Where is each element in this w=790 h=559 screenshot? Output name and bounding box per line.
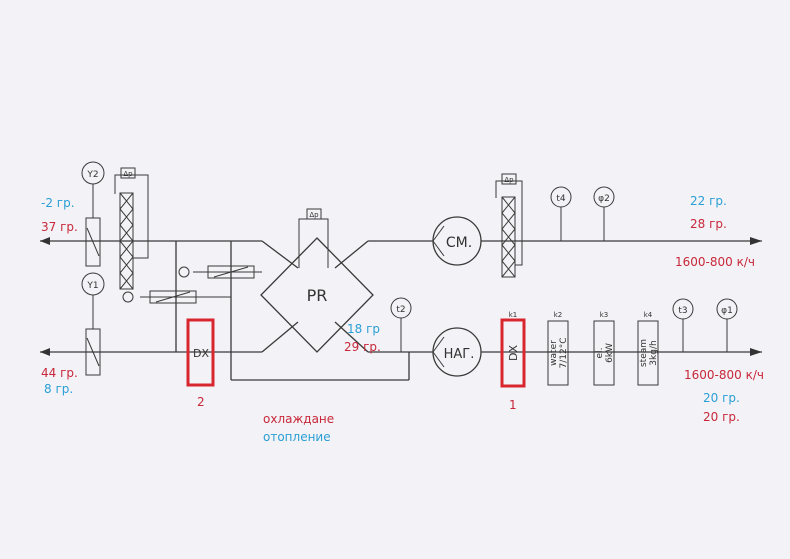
dp-box-pr <box>306 208 322 220</box>
sensor-t4-label: t4 <box>556 194 566 204</box>
water-coil <box>547 320 569 386</box>
intake-duct-bend <box>261 240 299 269</box>
dp-bracket-intake <box>114 174 149 259</box>
sensor-phi1-label: φ1 <box>721 306 733 316</box>
sensor-y1-label: Y1 <box>86 281 98 291</box>
steam-spec: 3kg/h <box>649 340 659 365</box>
sensor-phi2 <box>593 186 615 241</box>
k1-label: k1 <box>509 311 518 319</box>
k3-label: k3 <box>600 311 609 319</box>
label-exhaust-summer: 44 гр. <box>41 366 78 380</box>
fan-supply-label: СМ. <box>446 235 472 251</box>
el-spec: 6kW <box>605 343 615 363</box>
sensor-y2-label: Y2 <box>86 170 98 180</box>
exhaust-arrow <box>40 348 50 356</box>
dx1-highlight <box>500 318 526 388</box>
dp-bracket-supply <box>495 180 523 266</box>
dp-label-supply: Δp <box>504 176 514 184</box>
label-after-pr-cool: 18 гр <box>347 322 381 336</box>
water-label: water <box>549 340 559 366</box>
k2-label: k2 <box>554 311 563 319</box>
fan-exhaust-icon <box>432 327 482 377</box>
supply-duct-bend <box>334 240 369 269</box>
dp-bracket-pr <box>298 218 329 268</box>
supply-arrow-bottom <box>750 348 762 356</box>
damper-mid-1 <box>149 290 197 304</box>
legend-heating: отопление <box>263 430 331 444</box>
el-label: el. <box>595 348 605 359</box>
label-supply-in-heat: 28 гр. <box>690 217 727 231</box>
label-flow-bottom: 1600-800 к/ч <box>684 368 764 382</box>
dp-label-pr: Δp <box>309 211 319 219</box>
dp-box-supply <box>501 173 517 185</box>
fan-supply-icon <box>432 216 482 266</box>
sensor-t3 <box>672 298 694 352</box>
return-duct-bend <box>334 321 369 353</box>
pr-label: PR <box>307 286 328 305</box>
intake-arrow <box>40 237 50 245</box>
pr-exchanger <box>260 237 374 353</box>
sensor-t4 <box>550 186 572 241</box>
sensor-y1 <box>81 272 105 329</box>
water-spec: 7/12°C <box>559 338 569 369</box>
label-outdoor-winter: -2 гр. <box>41 196 75 210</box>
dx1-label: DX <box>507 345 520 361</box>
label-supply-in-cool: 22 гр. <box>690 194 727 208</box>
damper-mid-2 <box>207 265 255 279</box>
dp-label-intake: Δp <box>123 170 133 178</box>
sensor-t3-label: t3 <box>678 306 687 316</box>
label-flow-top: 1600-800 к/ч <box>675 255 755 269</box>
label-outdoor-summer: 37 гр. <box>41 220 78 234</box>
electric-heater <box>593 320 615 386</box>
dx2-highlight <box>186 318 215 387</box>
label-dx1-number: 1 <box>509 398 517 412</box>
sensor-t2-label: t2 <box>396 305 405 315</box>
filter-supply <box>501 196 516 278</box>
sensor-small-1 <box>122 291 134 303</box>
k4-label: k4 <box>644 311 653 319</box>
fan-exhaust-label: НАГ. <box>444 347 475 362</box>
label-exhaust-winter: 8 гр. <box>44 382 74 396</box>
sensor-small-2 <box>178 266 190 278</box>
dp-box-intake <box>120 167 136 179</box>
label-dx2-number: 2 <box>197 395 205 409</box>
legend-cooling: охлаждане <box>263 412 335 426</box>
filter-intake <box>119 192 134 290</box>
label-supply-out-cool: 20 гр. <box>703 391 740 405</box>
label-supply-out-heat: 20 гр. <box>703 410 740 424</box>
damper-y2-box <box>85 217 101 267</box>
sensor-phi2-label: φ2 <box>598 194 610 204</box>
sensor-t2 <box>390 297 412 352</box>
label-after-pr-heat: 29 гр. <box>344 340 381 354</box>
steam-humidifier <box>637 320 659 386</box>
sensor-phi1 <box>716 298 738 352</box>
supply-arrow-top <box>750 237 762 245</box>
sensor-y2 <box>81 161 105 218</box>
dx2-label: DX <box>193 347 209 360</box>
steam-label: steam <box>639 339 649 367</box>
